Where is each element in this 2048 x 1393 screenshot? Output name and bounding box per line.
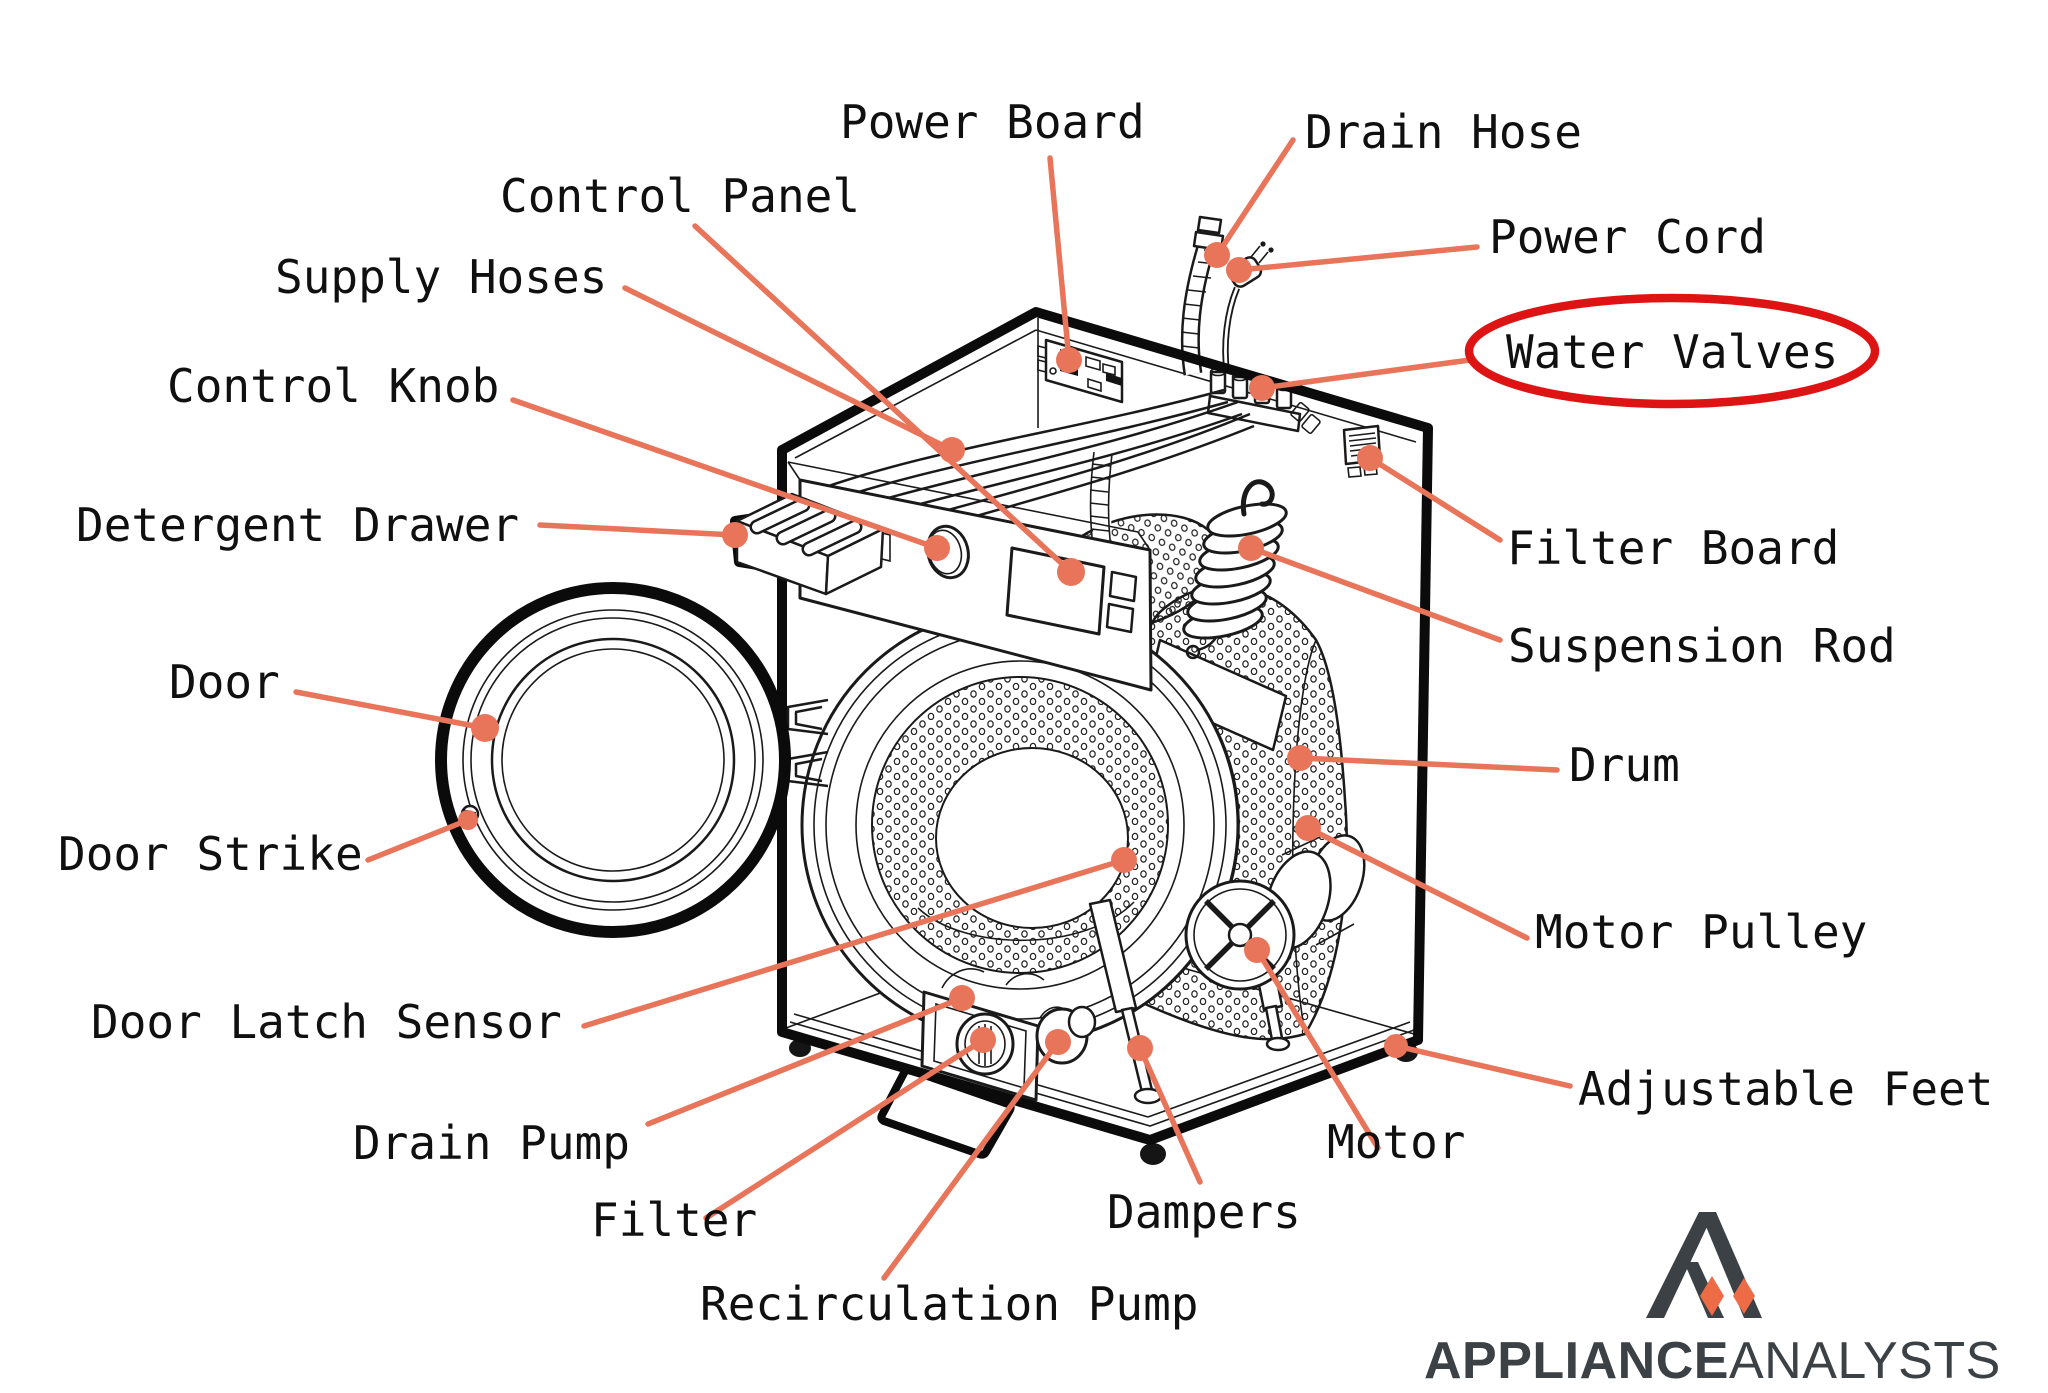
label-drain-hose: Drain Hose [1305,105,1582,159]
leader-drain-hose [1214,137,1296,258]
leader-door-latch-sensor [581,857,1127,1029]
part-dot-door [471,714,499,742]
part-dot-dampers [1127,1035,1153,1061]
label-detergent-drawer: Detergent Drawer [76,498,519,552]
label-door-strike: Door Strike [58,827,363,881]
power-board-part [1037,338,1124,404]
leader-motor-pulley [1305,825,1530,941]
leader-water-valves [1259,357,1473,391]
part-dot-motor-pulley [1295,815,1321,841]
logo-text-light: ANALYSTS [1729,1332,2001,1390]
label-dampers: Dampers [1107,1185,1301,1239]
label-filter-board: Filter Board [1507,521,1839,575]
leader-recirculation-pump [881,1039,1061,1281]
logo-text: APPLIANCEANALYSTS [1424,1332,2001,1390]
leader-control-panel [692,223,1074,575]
part-dot-filter-board [1357,445,1383,471]
washer-illustration [435,215,1433,1165]
label-control-knob: Control Knob [167,359,499,413]
leader-suspension-rod [1248,545,1503,643]
detergent-drawer-part [735,492,885,596]
leader-drain-pump [645,995,965,1127]
leader-filter [703,1037,986,1221]
door-part [435,582,791,938]
leader-filter-board [1367,455,1503,543]
label-drain-pump: Drain Pump [353,1116,630,1170]
motor-pulley-part [1184,879,1296,991]
part-dot-recirculation-pump [1045,1029,1071,1055]
label-door: Door [169,655,280,709]
label-drum: Drum [1569,738,1680,792]
part-dot-supply-hoses [939,437,965,463]
label-water-valves: Water Valves [1506,325,1838,379]
part-dot-water-valves [1249,375,1275,401]
part-dot-suspension-rod [1238,535,1264,561]
part-dot-door-latch-sensor [1111,847,1137,873]
part-labels: Power Board Drain Hose Control Panel Pow… [58,95,1993,1331]
part-dot-filter [970,1027,996,1053]
label-adjustable-feet: Adjustable Feet [1578,1062,1993,1116]
drain-hose-part [1180,215,1225,376]
part-dot-control-knob [924,535,950,561]
leader-power-cord [1236,244,1480,273]
label-motor: Motor [1327,1115,1465,1169]
part-dot-door-strike [458,810,478,830]
leader-door-strike [365,817,471,863]
part-dot-control-panel [1057,558,1085,586]
highlight-ellipse [1464,293,1880,409]
leader-power-board [1047,155,1072,363]
part-dot-power-cord [1226,257,1252,283]
leader-dampers [1137,1045,1203,1185]
leader-control-knob [510,397,940,551]
part-dot-drain-pump [949,985,975,1011]
door-hinges [786,698,829,788]
drain-pump-part [920,968,1097,1102]
tub-front [800,605,1240,1045]
label-recirculation-pump: Recirculation Pump [700,1277,1199,1331]
part-dot-drum [1287,745,1313,771]
leader-lines [293,137,1573,1281]
leader-supply-hoses [622,285,955,453]
logo-text-bold: APPLIANCE [1424,1332,1729,1390]
leader-drum [1297,755,1560,773]
label-suspension-rod: Suspension Rod [1508,619,1896,673]
label-power-board: Power Board [840,95,1145,149]
leader-detergent-drawer [537,522,738,538]
label-filter: Filter [591,1193,757,1247]
label-motor-pulley: Motor Pulley [1535,905,1867,959]
leader-motor [1254,947,1381,1151]
part-dot-drain-hose [1204,242,1230,268]
label-control-panel: Control Panel [500,169,860,223]
brand-logo: APPLIANCEANALYSTS [1424,1212,2001,1390]
part-dot-motor [1244,937,1270,963]
logo-mountain-icon [1646,1212,1762,1318]
part-dot-detergent-drawer [722,522,748,548]
leader-door [293,689,488,731]
part-dot-adjustable-feet [1384,1034,1408,1058]
label-power-cord: Power Cord [1489,210,1766,264]
part-dot-power-board [1056,347,1082,373]
leader-adjustable-feet [1393,1043,1573,1089]
label-door-latch-sensor: Door Latch Sensor [91,995,562,1049]
label-supply-hoses: Supply Hoses [275,250,607,304]
